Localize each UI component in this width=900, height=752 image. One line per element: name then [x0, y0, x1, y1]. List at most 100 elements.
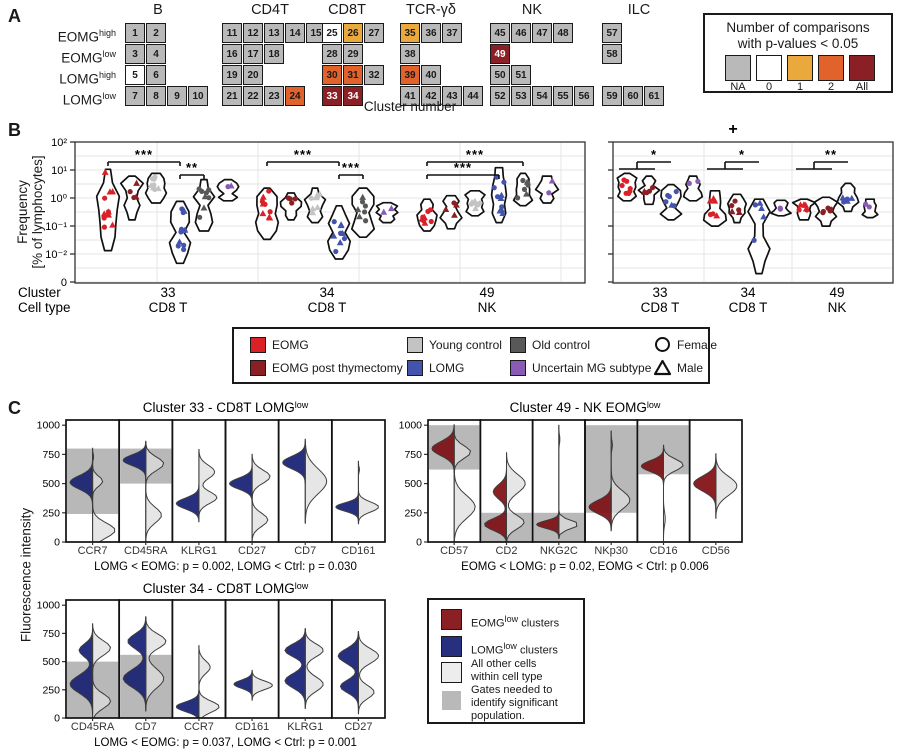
- cluster-cell-6: 6: [146, 65, 166, 85]
- cluster-cell-10: 10: [188, 86, 208, 106]
- cluster-cell-55: 55: [553, 86, 573, 106]
- cluster-cell-3: 3: [125, 44, 145, 64]
- swatch-all-label: All: [855, 81, 869, 93]
- cluster-cell-61: 61: [644, 86, 664, 106]
- svg-text:CD8 T: CD8 T: [729, 300, 768, 315]
- cluster-cell-38: 38: [400, 44, 420, 64]
- cluster-cell-56: 56: [574, 86, 594, 106]
- swatch-0: [756, 55, 782, 81]
- cell-type-label-TCR-γδ: TCR-γδ: [406, 2, 456, 18]
- svg-text:10⁰: 10⁰: [50, 193, 67, 205]
- cluster-cell-35: 35: [400, 23, 420, 43]
- svg-text:1000: 1000: [37, 600, 61, 612]
- male-label: Male: [677, 361, 704, 375]
- marker-label-CD45RA: CD45RA: [71, 721, 115, 733]
- cluster-cell-14: 14: [285, 23, 305, 43]
- eomg-low-clusters-swatch: [441, 609, 462, 630]
- svg-text:**: **: [825, 147, 837, 162]
- cluster-cell-37: 37: [442, 23, 462, 43]
- svg-text:10¹: 10¹: [51, 165, 67, 177]
- violin-49-EOMG: [416, 198, 438, 232]
- swatch-1-label: 1: [796, 81, 804, 93]
- cluster-cell-9: 9: [167, 86, 187, 106]
- uncertain-mg-label: Uncertain MG subtype: [532, 361, 652, 375]
- lomg-low-clusters-label: LOMGlow clusters: [471, 641, 558, 657]
- svg-text:*: *: [651, 147, 657, 162]
- cluster-cell-4: 4: [146, 44, 166, 64]
- caption: LOMG < EOMG: p = 0.002, LOMG < Ctrl: p =…: [94, 561, 357, 573]
- violin-33-Uncertain MG subtype: [216, 178, 240, 202]
- marker-label-CD57: CD57: [440, 545, 468, 557]
- marker-label-CD56: CD56: [702, 545, 730, 557]
- uncertain-mg-swatch: [510, 360, 526, 376]
- violin-34-Young control: [303, 187, 327, 224]
- lomg-label: LOMG: [429, 361, 465, 375]
- row-label-lomg-high: LOMGhigh: [59, 70, 116, 87]
- svg-text:750: 750: [42, 628, 60, 640]
- comparisons-legend: Number of comparisons with p-values < 0.…: [703, 13, 893, 93]
- cluster-cell-5: 5: [125, 65, 145, 85]
- swatch-na-label: NA: [730, 81, 746, 93]
- cluster-cell-40: 40: [421, 65, 441, 85]
- cell-type-label-CD4T: CD4T: [251, 2, 289, 18]
- svg-text:250: 250: [42, 507, 60, 519]
- cluster-cell-11: 11: [222, 23, 242, 43]
- svg-text:250: 250: [42, 684, 60, 696]
- violin-49-EOMG post thymectomy: [439, 194, 463, 230]
- eomg-post-thymectomy-swatch: [250, 360, 266, 376]
- cluster-cell-8: 8: [146, 86, 166, 106]
- cluster-cell-2: 2: [146, 23, 166, 43]
- cluster-cell-16: 16: [222, 44, 242, 64]
- swatch-2: [818, 55, 844, 81]
- legend-title-line1: Number of comparisons: [726, 20, 870, 35]
- marker-label-CD7: CD7: [294, 545, 316, 557]
- cluster-cell-51: 51: [511, 65, 531, 85]
- cluster-cell-7: 7: [125, 86, 145, 106]
- young-control-swatch: [407, 337, 423, 353]
- eomg-swatch: [250, 337, 266, 353]
- cluster-cell-17: 17: [243, 44, 263, 64]
- violin-34-EOMG: [254, 187, 280, 241]
- row-label-eomg-low: EOMGlow: [61, 49, 116, 66]
- panel-b-letter: B: [8, 120, 21, 140]
- swatch-all: [849, 55, 875, 81]
- caption: EOMG < LOMG: p = 0.02, EOMG < Ctrl: p 0.…: [461, 561, 709, 573]
- violin-34-Uncertain MG subtype: [375, 201, 399, 224]
- marker-label-CD16: CD16: [649, 545, 677, 557]
- svg-text:34: 34: [319, 285, 335, 300]
- swatch-na: [725, 55, 751, 81]
- cluster-cell-43: 43: [442, 86, 462, 106]
- legend-title-line2: with p-values < 0.05: [737, 36, 859, 51]
- svg-text:***: ***: [135, 147, 153, 162]
- half-violin-panel: Cluster 34 - CD8T LOMGlow02505007501000C…: [37, 581, 386, 749]
- marker-label-CD2: CD2: [495, 545, 517, 557]
- svg-text:33: 33: [160, 285, 175, 300]
- cluster-cell-24: 24: [285, 86, 305, 106]
- cluster-cell-34: 34: [343, 86, 363, 106]
- cluster-cell-50: 50: [490, 65, 510, 85]
- marker-label-CD7: CD7: [135, 721, 157, 733]
- cluster-cell-29: 29: [343, 44, 363, 64]
- cluster-cell-27: 27: [364, 23, 384, 43]
- cluster-cell-49: 49: [490, 44, 510, 64]
- cluster-cell-31: 31: [343, 65, 363, 85]
- young-control-label: Young control: [429, 338, 502, 352]
- svg-text:0: 0: [54, 537, 60, 549]
- svg-text:***: ***: [294, 147, 312, 162]
- svg-text:1000: 1000: [37, 420, 61, 432]
- cell-type-label-NK: NK: [521, 2, 543, 18]
- marker-label-KLRG1: KLRG1: [287, 721, 323, 733]
- lomg-low-clusters-swatch: [441, 636, 462, 657]
- all-other-cells-swatch: [441, 662, 462, 683]
- cell-type-label-CD8T: CD8T: [328, 2, 366, 18]
- cluster-cell-28: 28: [322, 44, 342, 64]
- cluster-cell-32: 32: [364, 65, 384, 85]
- cluster-cell-19: 19: [222, 65, 242, 85]
- svg-text:**: **: [186, 160, 198, 175]
- marker-label-NKG2C: NKG2C: [540, 545, 578, 557]
